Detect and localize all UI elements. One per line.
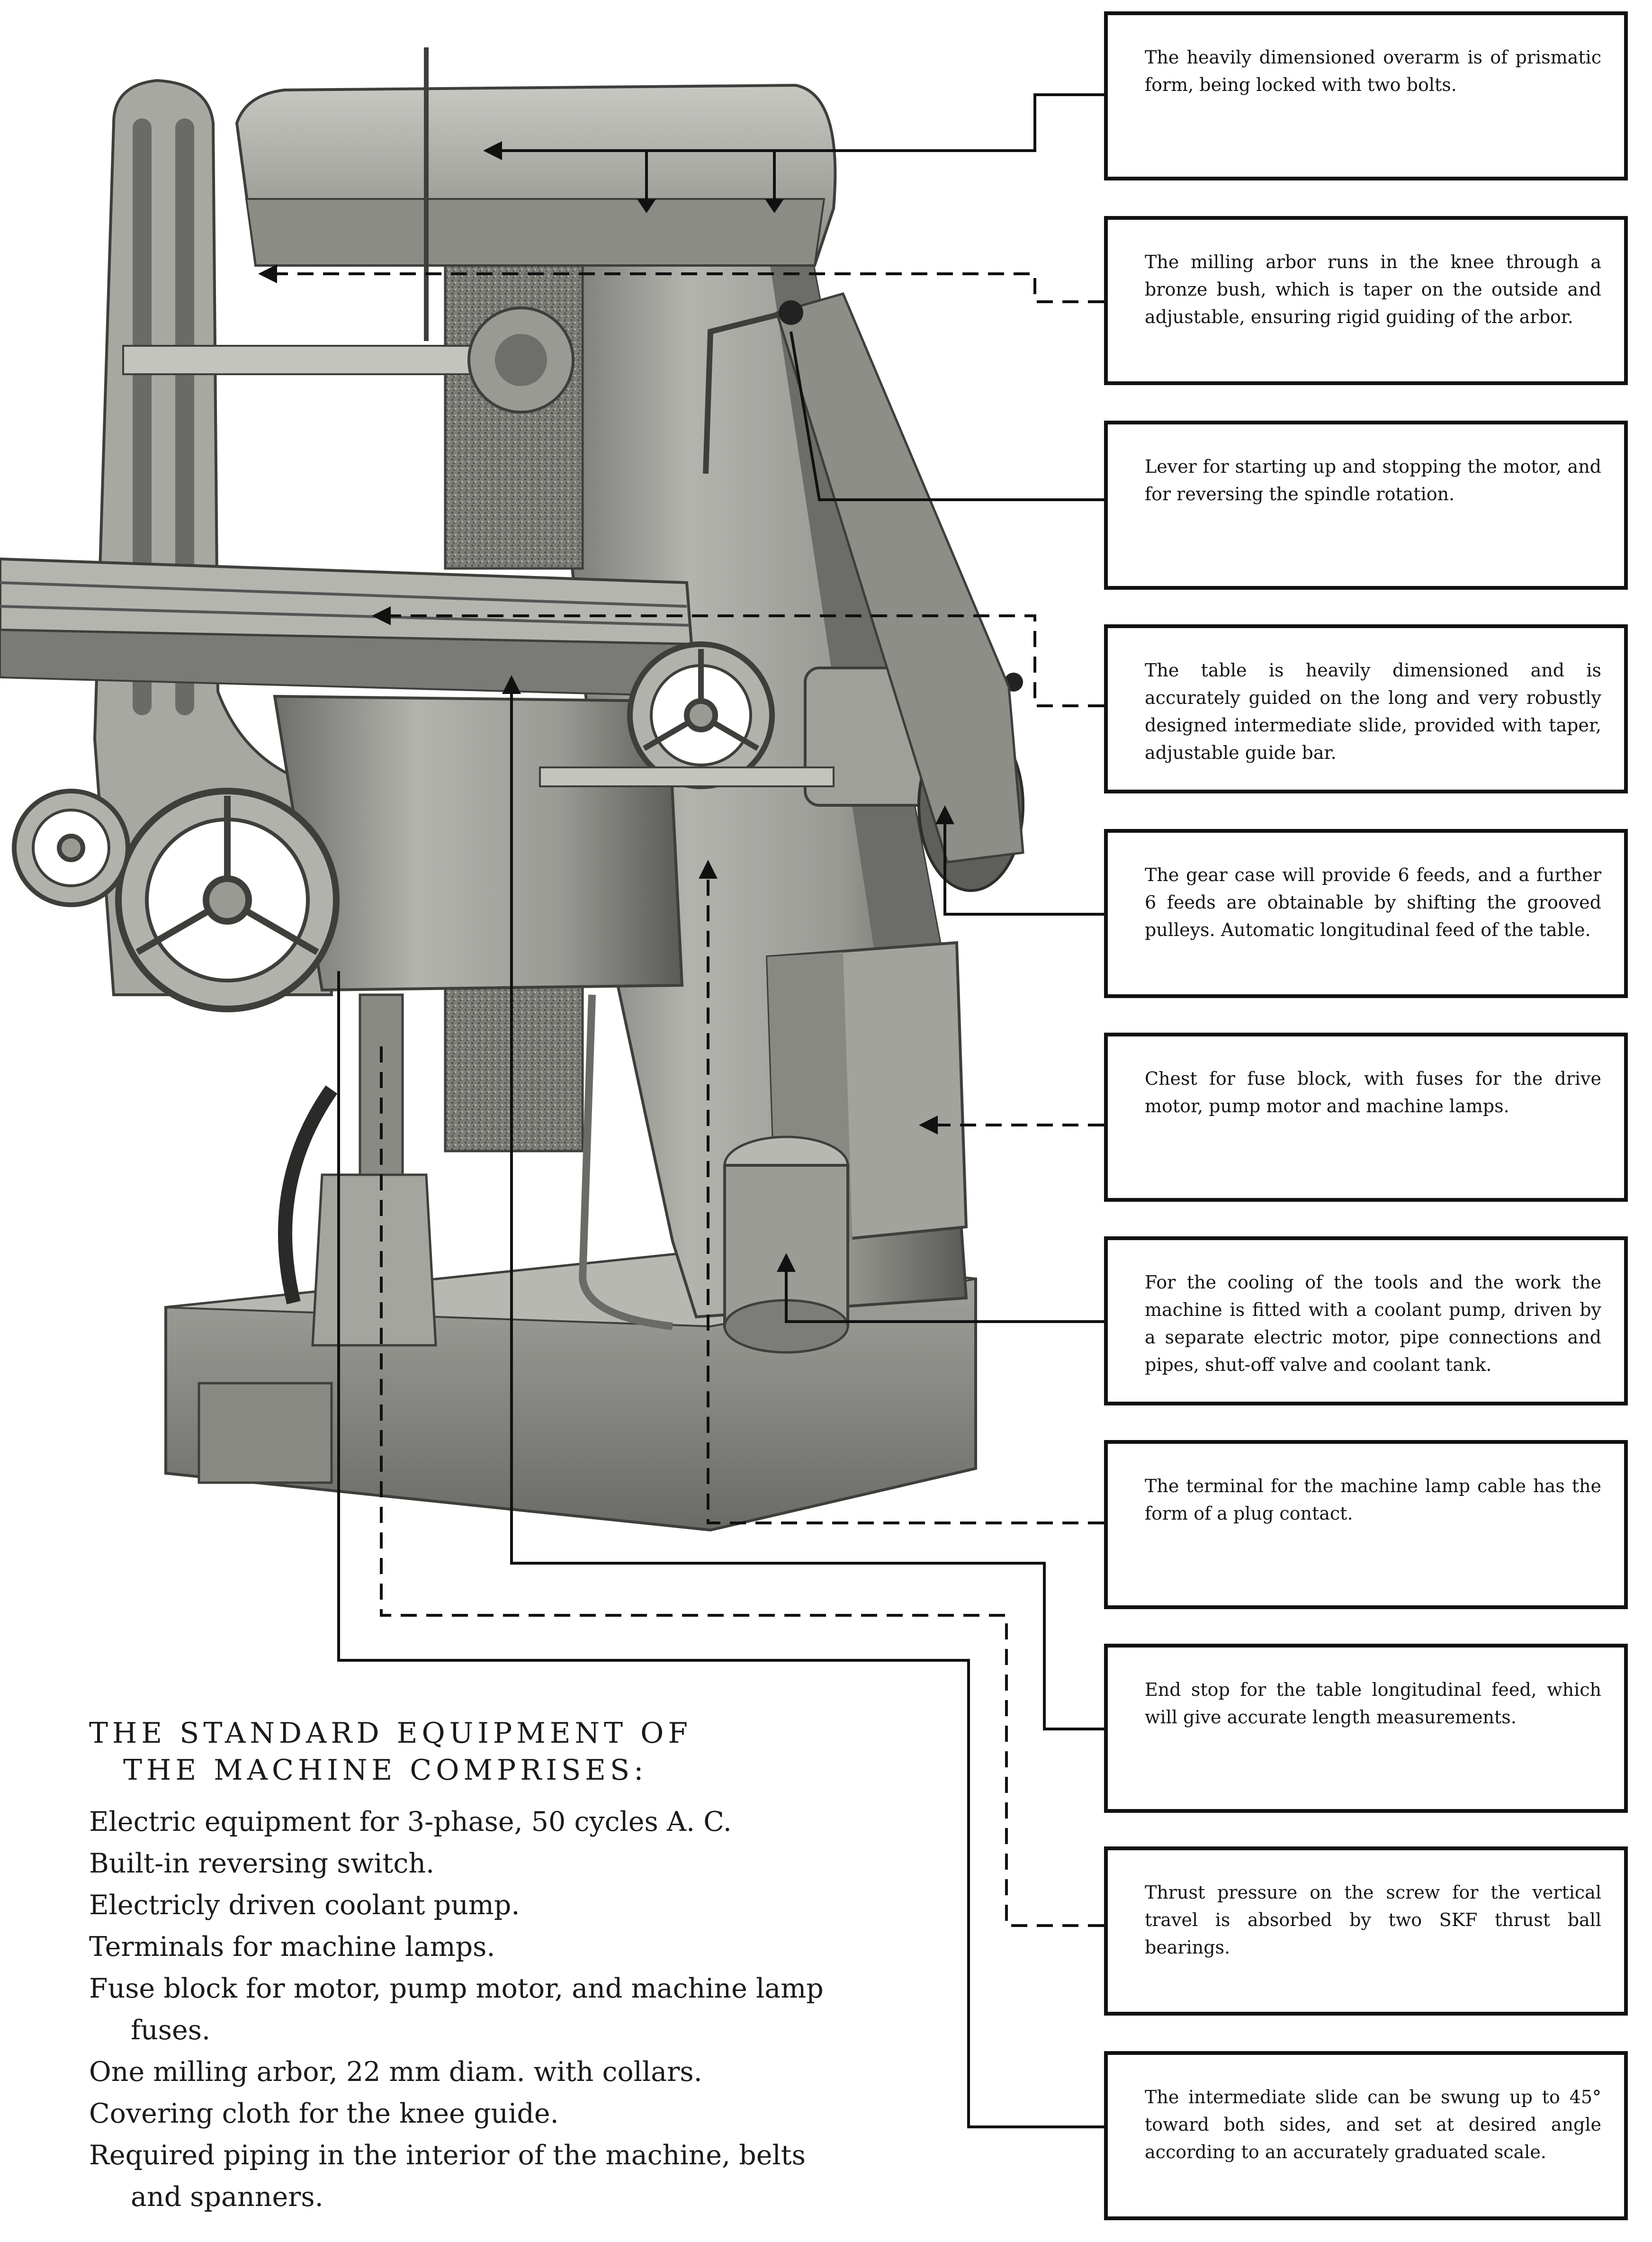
handwheel-large <box>115 788 340 1012</box>
handwheel-knee <box>627 641 775 789</box>
callout-lamp-terminal: The terminal for the machine lamp cable … <box>1104 1440 1628 1609</box>
list-item: Required piping in the interior of the m… <box>89 2140 806 2213</box>
callout-thrust-bearings: Thrust pressure on the screw for the ver… <box>1104 1846 1628 2016</box>
leader-arrowheads <box>258 141 954 1272</box>
callout-milling-arbor: The milling arbor runs in the knee throu… <box>1104 216 1628 385</box>
list-item: Covering cloth for the knee guide. <box>89 2098 559 2129</box>
handwheel-small-left <box>12 789 130 907</box>
machine-drawing <box>0 47 1024 1532</box>
standard-equipment-list: Electric equipment for 3-phase, 50 cycle… <box>89 1801 828 2218</box>
callout-gear-case: The gear case will provide 6 feeds, and … <box>1104 829 1628 998</box>
callout-fuse-chest: Chest for fuse block, with fuses for the… <box>1104 1033 1628 1202</box>
callout-table: The table is heavily dimensioned and is … <box>1104 624 1628 793</box>
standard-equipment-title: THE STANDARD EQUIPMENT OF THE MACHINE CO… <box>89 1715 828 1789</box>
standard-equipment-section: THE STANDARD EQUIPMENT OF THE MACHINE CO… <box>89 1715 828 2218</box>
list-item: Fuse block for motor, pump motor, and ma… <box>89 1973 824 2046</box>
title-line-1: THE STANDARD EQUIPMENT OF <box>89 1717 692 1750</box>
leader-lines <box>265 93 1104 2128</box>
list-item: Electricly driven coolant pump. <box>89 1890 520 1921</box>
list-item: Built-in reversing switch. <box>89 1848 435 1879</box>
callout-motor-lever: Lever for starting up and stopping the m… <box>1104 421 1628 590</box>
list-item: Electric equipment for 3-phase, 50 cycle… <box>89 1806 732 1837</box>
callout-end-stop: End stop for the table longitudinal feed… <box>1104 1644 1628 1813</box>
callout-coolant-pump: For the cooling of the tools and the wor… <box>1104 1236 1628 1405</box>
list-item: One milling arbor, 22 mm diam. with coll… <box>89 2056 702 2088</box>
list-item: Terminals for machine lamps. <box>89 1931 495 1963</box>
callout-intermediate-slide: The intermediate slide can be swung up t… <box>1104 2051 1628 2220</box>
machine-knee <box>273 694 684 992</box>
milling-arbor <box>122 345 503 375</box>
title-line-2: THE MACHINE COMPRISES: <box>123 1754 648 1787</box>
callout-overarm: The heavily dimensioned overarm is of pr… <box>1104 11 1628 180</box>
